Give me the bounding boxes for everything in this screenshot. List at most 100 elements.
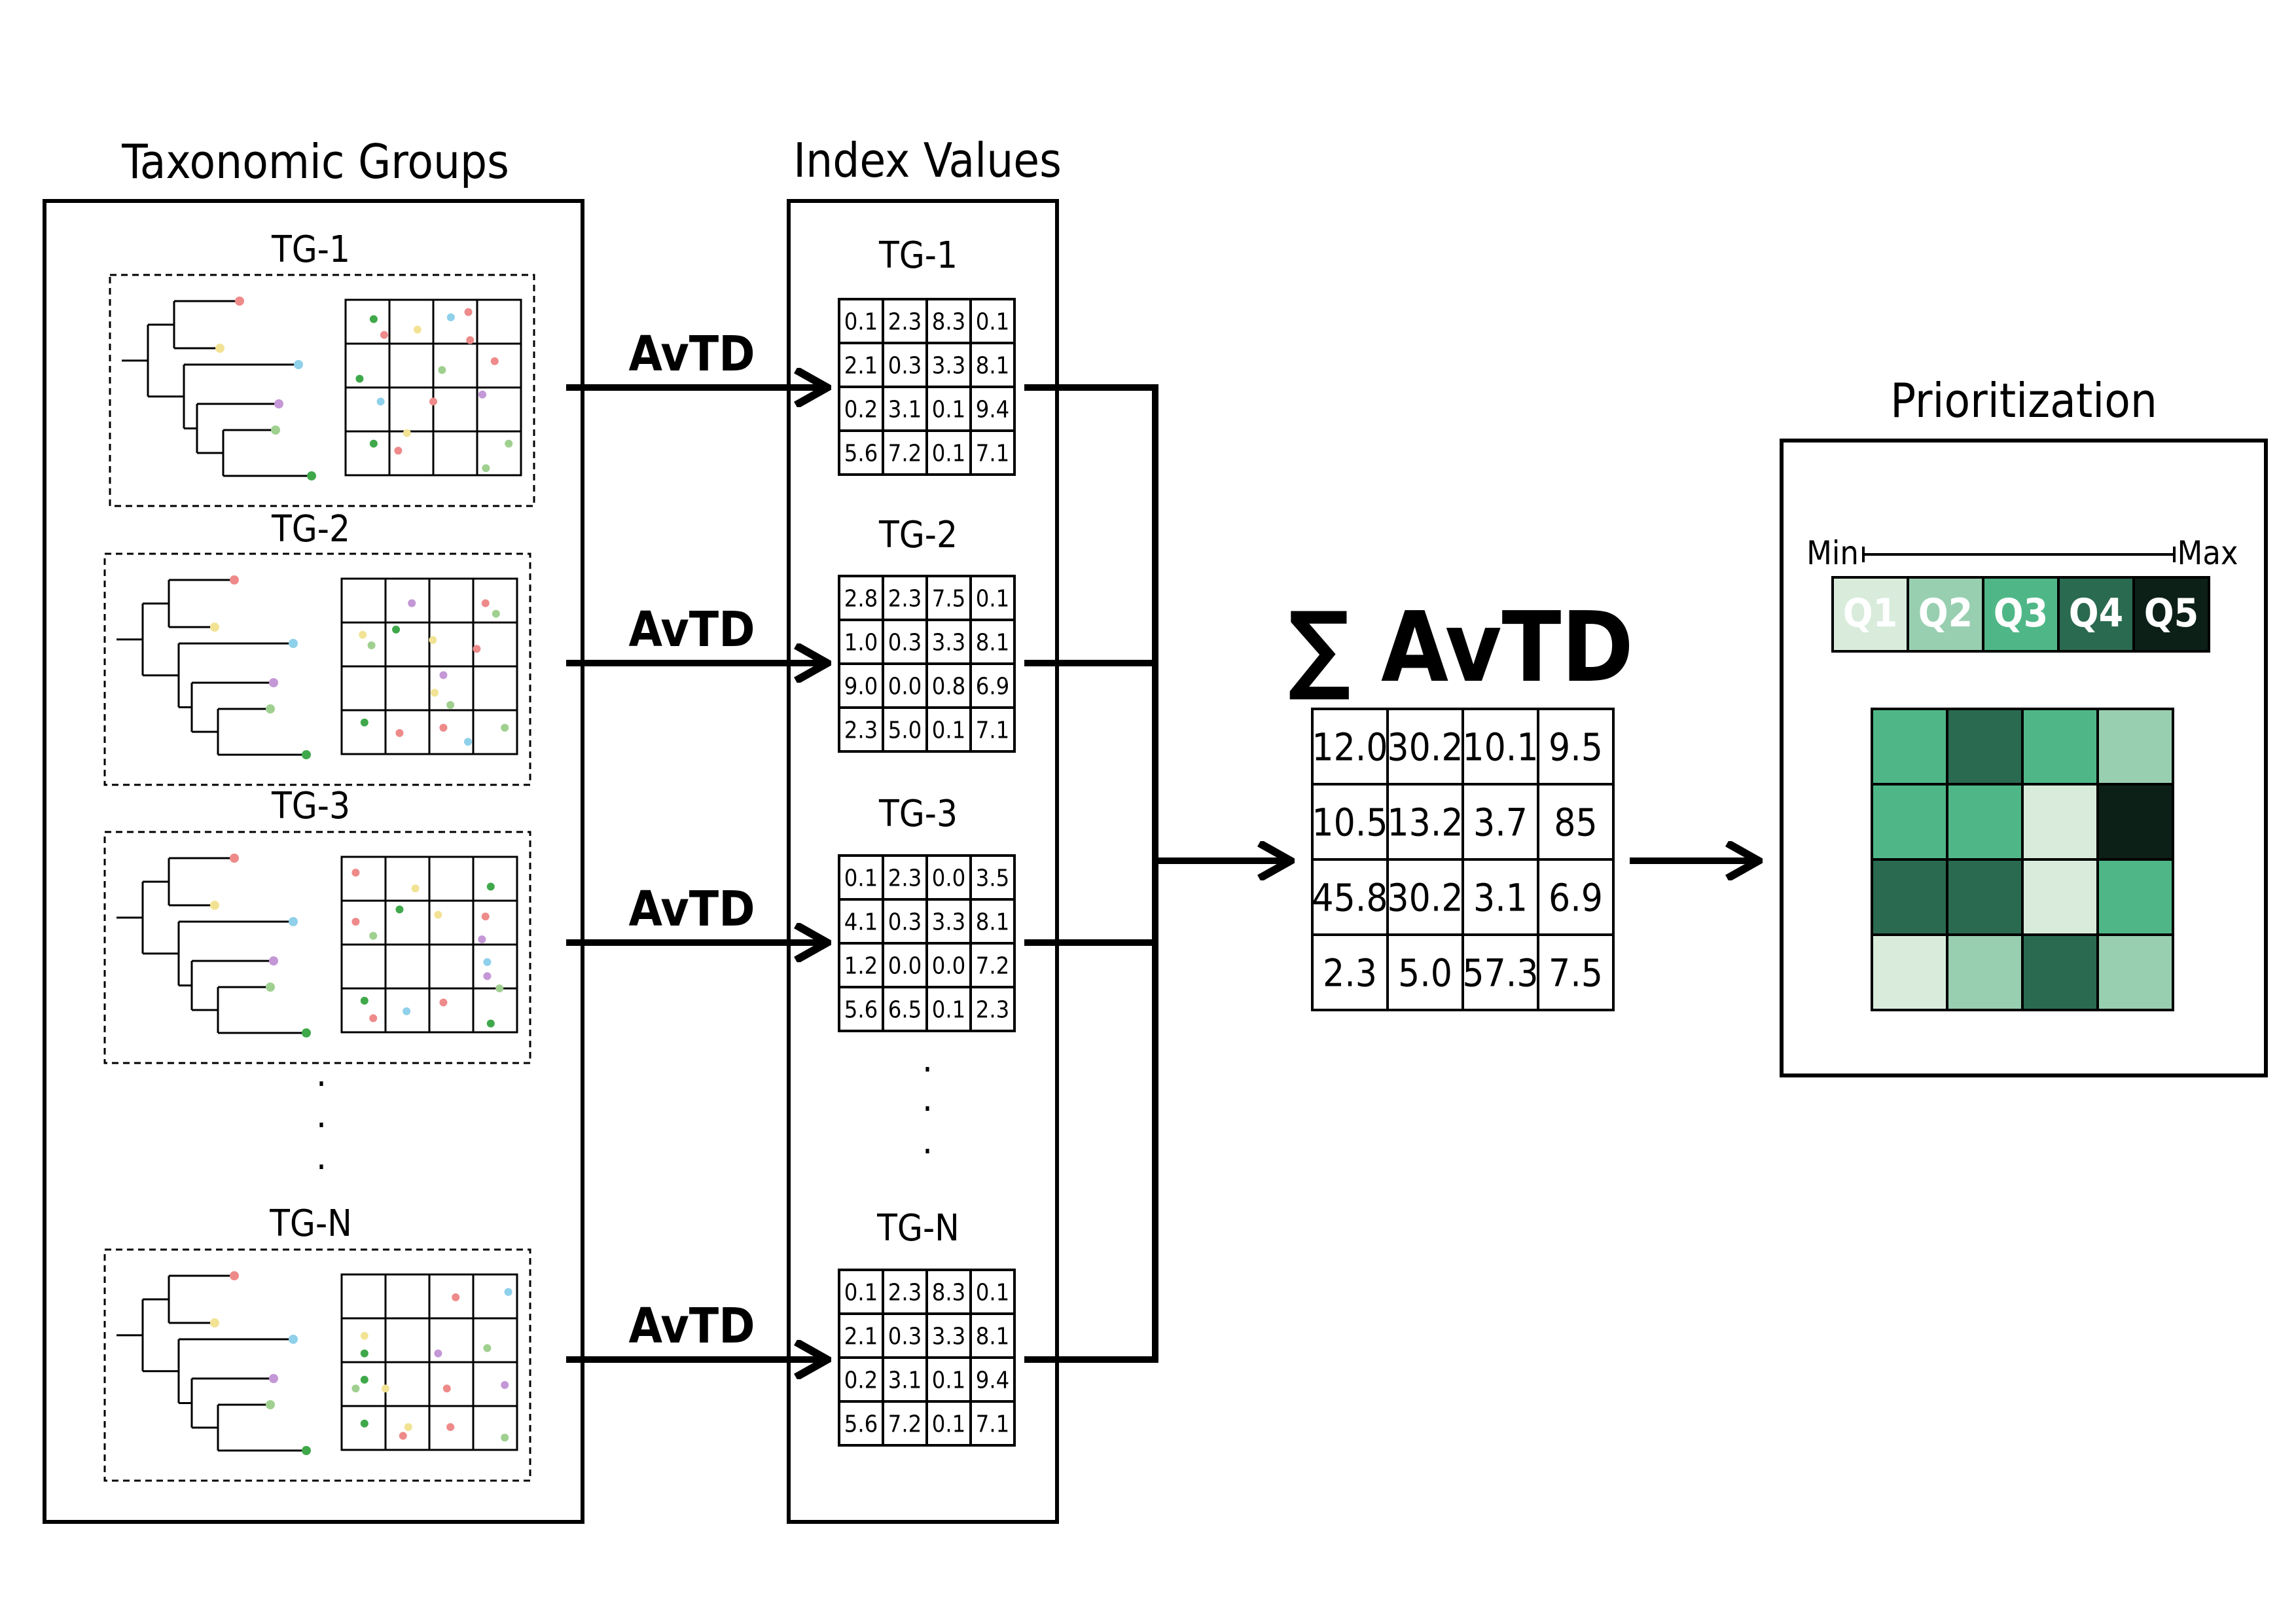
heatmap-cell <box>1871 783 1948 861</box>
grid-cell <box>384 1273 431 1320</box>
cell-value: 1.0 <box>844 629 878 656</box>
grid-cell <box>476 342 522 389</box>
occurrence-dot <box>380 331 388 339</box>
tree-tip-dot <box>271 425 280 435</box>
grid-cell <box>340 899 387 946</box>
cell-value: 0.3 <box>888 629 922 656</box>
cell-value: 7.1 <box>976 1411 1010 1437</box>
occurrence-dot <box>376 397 385 406</box>
avtd-arrow-tg-n: AvTD <box>566 1298 826 1360</box>
cell-value: 6.9 <box>1549 875 1603 920</box>
cell-value: 85 <box>1554 800 1597 844</box>
grid-cell <box>428 987 475 1034</box>
avtd-arrow-label: AvTD <box>629 881 755 937</box>
cell-value: 2.1 <box>844 352 878 379</box>
occurrence-dot <box>369 439 378 448</box>
cell-value: 8.1 <box>976 629 1010 656</box>
heatmap-cell <box>2021 858 2099 936</box>
cell-value: 0.0 <box>932 952 966 979</box>
cell-value: 6.5 <box>888 996 922 1023</box>
cell-value: 0.3 <box>888 909 922 935</box>
index-values-frame <box>787 199 1059 1524</box>
cell-value: 10.5 <box>1312 800 1388 844</box>
cell-value: 2.1 <box>844 1323 878 1350</box>
grid-cell <box>384 577 431 624</box>
cell-value: 2.3 <box>1323 950 1377 995</box>
cell-value: 2.3 <box>976 996 1010 1023</box>
cell-value: 0.1 <box>844 308 878 335</box>
cell-value: 7.1 <box>976 717 1010 744</box>
avtd-arrow-tg-1: AvTD <box>566 326 826 388</box>
avtd-arrow-tg-3: AvTD <box>566 881 826 943</box>
occurrence-dot <box>351 918 360 926</box>
occurrence-dot <box>446 1423 455 1432</box>
heatmap-cell <box>2096 708 2174 785</box>
grid-cell <box>432 430 478 477</box>
tree-tip-dot <box>210 623 219 632</box>
index-table-label: TG-1 <box>878 234 958 277</box>
grid-cell <box>428 577 475 624</box>
grid-cell <box>432 386 478 433</box>
heatmap-cell <box>2096 858 2174 936</box>
cell-value: 5.6 <box>844 1411 878 1437</box>
group-card-border <box>103 552 531 786</box>
cell-value: 10.1 <box>1462 725 1538 769</box>
quantile-label: Q3 <box>1994 590 2048 636</box>
cell-value: 4.1 <box>844 909 878 935</box>
occurrence-dot <box>481 912 490 921</box>
cell-value: 2.8 <box>844 585 878 612</box>
heatmap-cell <box>2021 783 2099 861</box>
merge-connector <box>1024 384 1289 1363</box>
occurrence-dot <box>404 1423 412 1432</box>
quantile-swatch-q3 <box>1982 576 2060 653</box>
occurrence-dot <box>359 630 367 639</box>
group-card-border <box>103 1248 531 1482</box>
cell-value: 0.0 <box>888 952 922 979</box>
occurrence-dot <box>429 636 437 644</box>
index-table-label: TG-3 <box>878 793 958 835</box>
heatmap-cell <box>2021 933 2099 1011</box>
occurrence-grid <box>340 1273 518 1451</box>
cell-value: 2.3 <box>888 865 922 892</box>
cell-value: 13.2 <box>1387 800 1463 844</box>
tree-tip-dot <box>210 901 219 910</box>
ellipsis-dot: · <box>922 1130 933 1173</box>
occurrence-dot <box>360 718 368 727</box>
occurrence-dot <box>452 1293 460 1301</box>
grid-cell <box>384 899 431 946</box>
grid-cell <box>340 856 387 902</box>
min-max-scale: Min Max <box>1806 534 2238 572</box>
group-card-border <box>103 831 531 1064</box>
table-cell <box>969 706 1016 753</box>
occurrence-dot <box>394 446 403 455</box>
occurrence-dot <box>429 397 437 406</box>
occurrence-dot <box>486 882 495 891</box>
grid-cell <box>428 943 475 990</box>
tree-tip-dot <box>274 399 283 408</box>
cell-value: 7.2 <box>888 1411 922 1437</box>
scale-min-label: Min <box>1806 534 1859 572</box>
ellipsis-dot: · <box>922 1088 933 1130</box>
occurrence-dot <box>492 609 500 618</box>
occurrence-dot <box>483 972 492 981</box>
taxonomic-groups-title: Taxonomic Groups <box>121 134 509 189</box>
cell-value: 2.3 <box>888 308 922 335</box>
occurrence-dot <box>473 645 481 653</box>
cell-value: 7.2 <box>976 952 1010 979</box>
grid-cell <box>384 1317 431 1363</box>
ellipsis-dot: · <box>316 1146 327 1189</box>
grid-cell <box>340 577 387 624</box>
grid-cell <box>384 709 431 755</box>
tree-tip-dot <box>269 956 278 965</box>
grid-cell <box>340 621 387 668</box>
occurrence-dot <box>439 723 448 732</box>
heatmap-cell <box>1871 708 1948 785</box>
occurrence-dot <box>446 313 455 321</box>
group-label: TG-3 <box>271 785 350 827</box>
tree-tip-dot <box>289 639 298 648</box>
